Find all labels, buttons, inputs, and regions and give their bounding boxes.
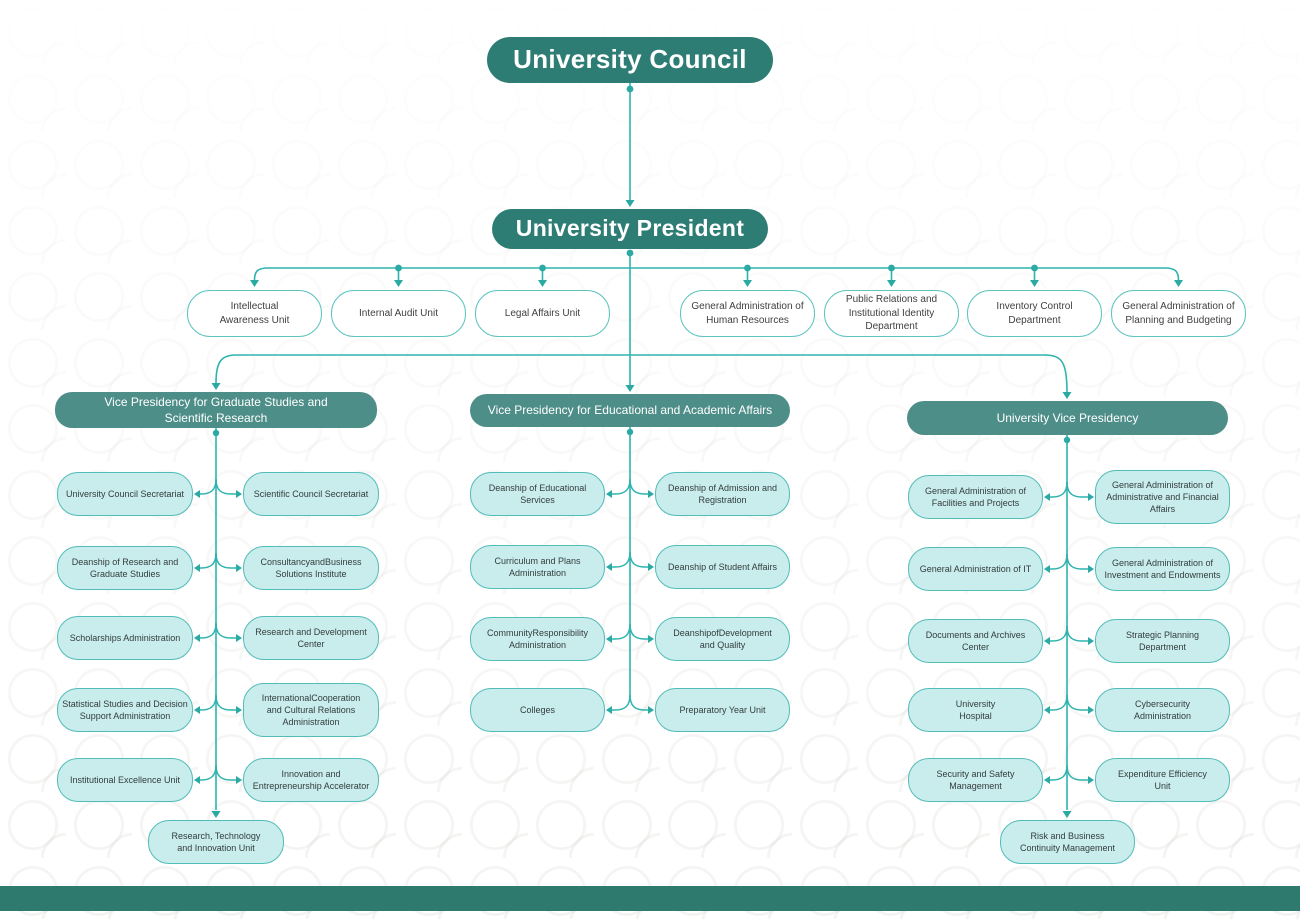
down-arrowheads [211,200,1183,818]
node-deanship-research-graduate-studies: Deanship of Research and Graduate Studie… [57,546,193,590]
node-university-vice-presidency: University Vice Presidency [907,401,1228,435]
node-deanship-educational-services: Deanship of Educational Services [470,472,605,516]
node-risk-business-continuity: Risk and Business Continuity Management [1000,820,1135,864]
node-university-council: University Council [487,37,773,83]
node-deanship-development-quality: DeanshipofDevelopment and Quality [655,617,790,661]
branch-arrowheads [194,490,1094,784]
node-statistical-studies-administration: Statistical Studies and Decision Support… [57,688,193,732]
node-scholarships-administration: Scholarships Administration [57,616,193,660]
node-ga-it: General Administration of IT [908,547,1043,591]
node-deanship-admission-registration: Deanship of Admission and Registration [655,472,790,516]
node-scientific-council-secretariat: Scientific Council Secretariat [243,472,379,516]
node-institutional-excellence-unit: Institutional Excellence Unit [57,758,193,802]
branch-arms [200,478,1088,781]
node-curriculum-plans-administration: Curriculum and Plans Administration [470,545,605,589]
node-ga-facilities-projects: General Administration of Facilities and… [908,475,1043,519]
node-security-safety-management: Security and Safety Management [908,758,1043,802]
node-consultancy-business-institute: ConsultancyandBusiness Solutions Institu… [243,546,379,590]
node-vp-educational-affairs: Vice Presidency for Educational and Acad… [470,394,790,427]
node-cybersecurity-administration: Cybersecurity Administration [1095,688,1230,732]
node-intellectual-awareness-unit: Intellectual Awareness Unit [187,290,322,337]
node-expenditure-efficiency-unit: Expenditure Efficiency Unit [1095,758,1230,802]
node-research-development-center: Research and Development Center [243,616,379,660]
node-legal-affairs-unit: Legal Affairs Unit [475,290,610,337]
node-colleges: Colleges [470,688,605,732]
node-deanship-student-affairs: Deanship of Student Affairs [655,545,790,589]
node-documents-archives-center: Documents and Archives Center [908,619,1043,663]
node-university-hospital: University Hospital [908,688,1043,732]
node-innovation-accelerator: Innovation and Entrepreneurship Accelera… [243,758,379,802]
node-university-council-secretariat: University Council Secretariat [57,472,193,516]
node-hr-administration: General Administration of Human Resource… [680,290,815,337]
node-community-responsibility-administration: CommunityResponsibility Administration [470,617,605,661]
node-vp-graduate-studies: Vice Presidency for Graduate Studies and… [55,392,377,428]
node-strategic-planning-department: Strategic Planning Department [1095,619,1230,663]
node-international-cooperation-administration: InternationalCooperation and Cultural Re… [243,683,379,737]
node-ga-investment-endowments: General Administration of Investment and… [1095,547,1230,591]
node-internal-audit-unit: Internal Audit Unit [331,290,466,337]
node-research-technology-innovation-unit: Research, Technology and Innovation Unit [148,820,284,864]
junction-dots [212,85,1071,444]
node-planning-budgeting-administration: General Administration of Planning and B… [1111,290,1246,337]
trunk-lines [215,83,1180,810]
node-inventory-control-department: Inventory Control Department [967,290,1102,337]
node-preparatory-year-unit: Preparatory Year Unit [655,688,790,732]
node-university-president: University President [492,209,768,249]
node-ga-admin-financial-affairs: General Administration of Administrative… [1095,470,1230,524]
footer-bar [0,886,1300,911]
node-public-relations-department: Public Relations and Institutional Ident… [824,290,959,337]
